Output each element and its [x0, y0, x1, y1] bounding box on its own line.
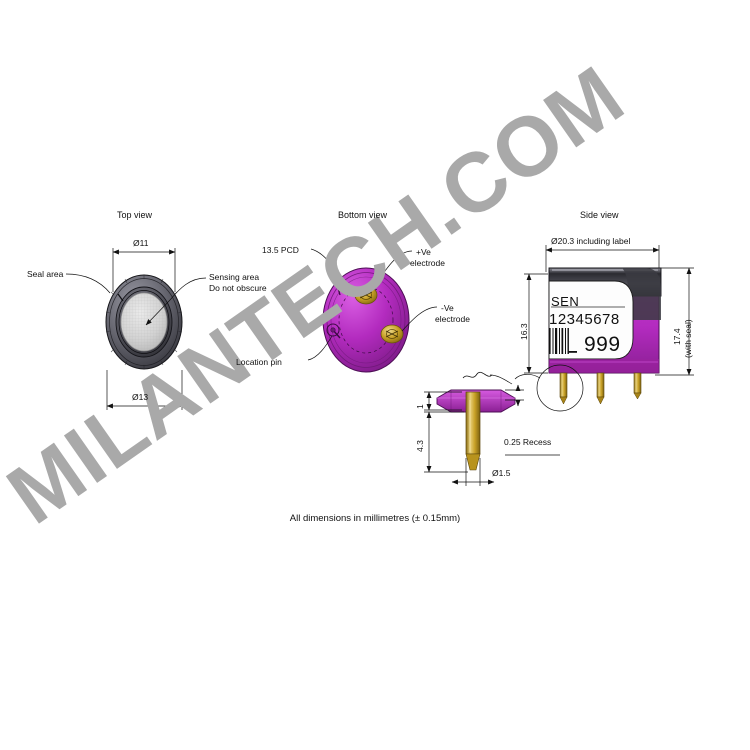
- top-view-graphic: [65, 248, 207, 410]
- negative-electrode-graphic: [380, 324, 404, 344]
- detail-dim-recess: 0.25 Recess: [504, 437, 552, 447]
- drawing-caption: All dimensions in millimetres (± 0.15mm): [289, 513, 461, 524]
- bottom-view-callout-pcd: 13.5 PCD: [262, 245, 299, 255]
- detail-dim-pin-diameter: Ø1.5: [492, 468, 511, 478]
- side-view-dim-height-seal-note: (with seal): [683, 319, 693, 358]
- product-label-code: 999: [584, 333, 621, 356]
- side-view-pins-graphic: [559, 372, 642, 405]
- side-view-dim-height-seal: 17.4: [672, 328, 682, 345]
- side-view-dim-width: Ø20.3 including label: [551, 236, 631, 246]
- top-view-callout-do-not-obscure: Do not obscure: [209, 283, 267, 293]
- product-label-graphic: [548, 280, 634, 360]
- bottom-view-callout-negative-electrode: -Ve: [441, 303, 454, 313]
- location-pin-graphic: [326, 323, 341, 339]
- product-label-serial: 12345678: [549, 311, 620, 328]
- bottom-view-title: Bottom view: [338, 210, 388, 220]
- bottom-view-graphic: [307, 248, 438, 373]
- detail-dim-pin-length: 4.3: [415, 440, 425, 452]
- top-view-callout-seal-area: Seal area: [27, 269, 64, 279]
- product-label-prefix: SEN: [551, 294, 580, 309]
- top-view-title: Top view: [117, 210, 153, 220]
- positive-electrode-graphic: [354, 285, 378, 305]
- side-view-dim-height-body: 16.3: [519, 323, 529, 340]
- detail-dim-flange-thickness: 1: [415, 404, 425, 409]
- top-view-dim-inner: Ø11: [133, 238, 149, 248]
- top-view-dim-outer: Ø13: [132, 392, 149, 402]
- bottom-view-callout-positive-electrode-line2: electrode: [410, 258, 445, 268]
- detail-view-graphic: [424, 371, 560, 486]
- side-view-title: Side view: [580, 210, 619, 220]
- bottom-view-callout-negative-electrode-line2: electrode: [435, 314, 470, 324]
- bottom-view-callout-positive-electrode: +Ve: [416, 247, 431, 257]
- top-view-callout-sensing-area: Sensing area: [209, 272, 260, 282]
- side-view-graphic: [514, 245, 694, 412]
- bottom-view-callout-location-pin: Location pin: [236, 357, 282, 367]
